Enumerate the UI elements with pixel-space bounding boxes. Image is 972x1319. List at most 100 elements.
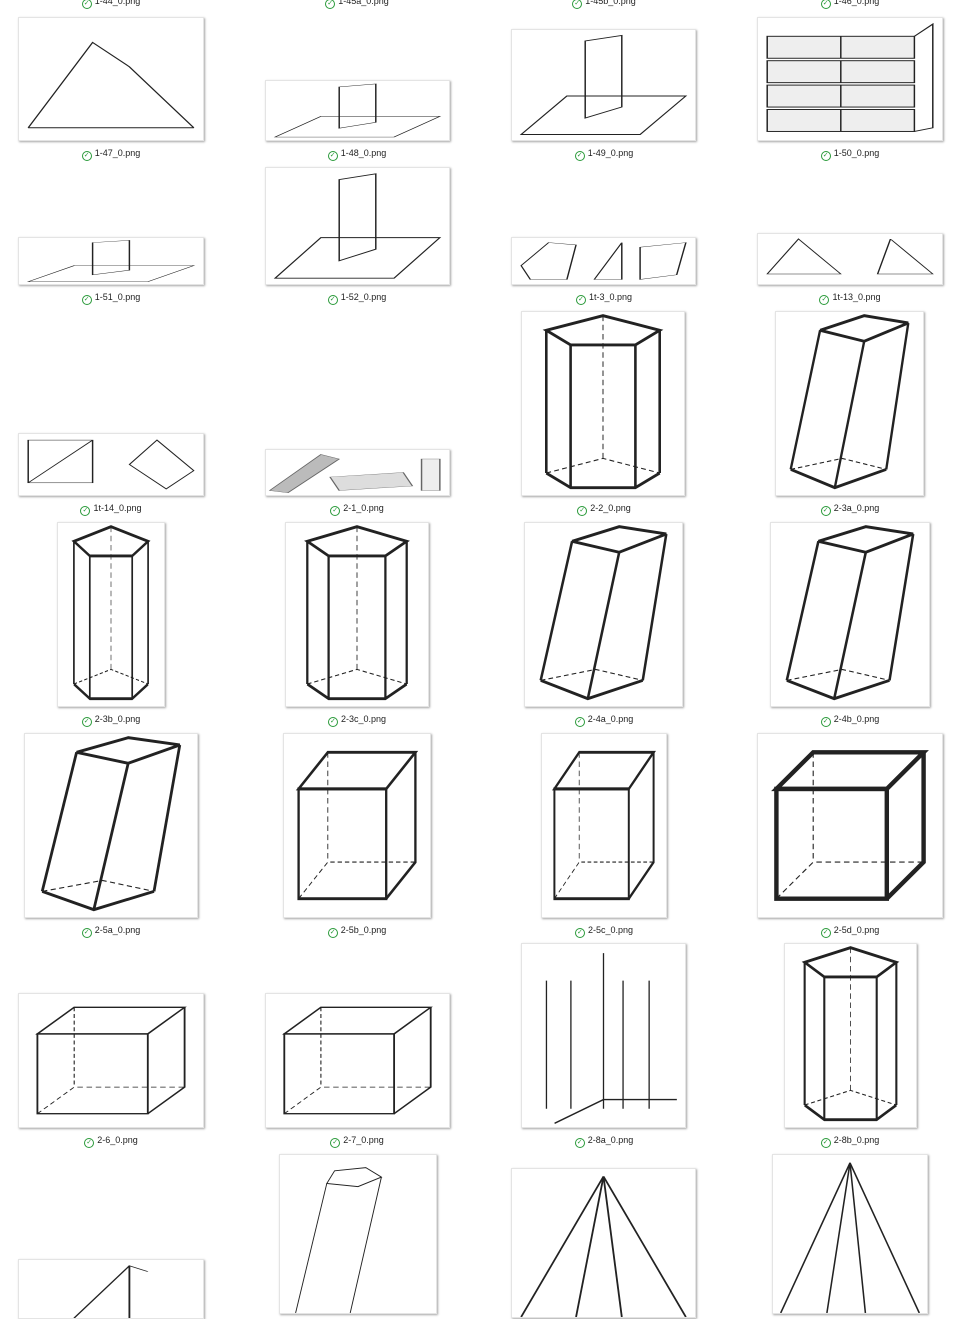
file-thumbnail[interactable] xyxy=(18,1259,204,1319)
file-thumbnail[interactable] xyxy=(265,167,450,285)
check-circle-icon: ✓ xyxy=(820,151,831,161)
check-circle-icon: ✓ xyxy=(820,717,831,727)
file-name: 1-49_0.png xyxy=(587,148,634,158)
file-item-label[interactable]: ✓1t-14_0.png xyxy=(11,503,211,516)
file-thumbnail[interactable] xyxy=(18,237,204,285)
thumbnail-image xyxy=(35,1006,187,1115)
check-circle-icon: ✓ xyxy=(574,928,585,938)
file-item-label[interactable]: ✓1t-13_0.png xyxy=(750,292,950,305)
file-thumbnail[interactable] xyxy=(57,522,165,707)
file-name: 2-5a_0.png xyxy=(94,925,141,935)
file-name: 2-3b_0.png xyxy=(94,714,141,724)
file-name: 1-50_0.png xyxy=(833,148,880,158)
file-thumbnail[interactable] xyxy=(18,993,204,1128)
file-item-label[interactable]: ✓1-47_0.png xyxy=(11,148,211,161)
file-item-label[interactable]: ✓2-4b_0.png xyxy=(750,714,950,727)
file-thumbnail[interactable] xyxy=(524,522,683,707)
file-item-label[interactable]: ✓2-6_0.png xyxy=(11,1135,211,1148)
file-name: 2-8b_0.png xyxy=(833,1135,880,1145)
file-thumbnail[interactable] xyxy=(285,522,429,707)
file-item-label[interactable]: ✓1-44_0.png xyxy=(11,0,211,9)
thumbnail-image xyxy=(539,525,668,701)
file-name: 2-8a_0.png xyxy=(587,1135,634,1145)
file-thumbnail[interactable] xyxy=(775,311,924,496)
file-thumbnail[interactable] xyxy=(265,449,450,496)
file-name: 1-46_0.png xyxy=(833,0,880,6)
file-name: 1t-14_0.png xyxy=(93,503,142,513)
file-thumbnail[interactable] xyxy=(770,522,930,707)
thumbnail-image xyxy=(780,1162,920,1313)
thumbnail-image xyxy=(789,314,910,490)
file-item-label[interactable]: ✓2-1_0.png xyxy=(257,503,457,516)
file-item-label[interactable]: ✓1-49_0.png xyxy=(504,148,704,161)
file-item-label[interactable]: ✓2-5a_0.png xyxy=(11,925,211,938)
file-thumbnail[interactable] xyxy=(511,237,696,285)
file-item-label[interactable]: ✓1-52_0.png xyxy=(257,292,457,305)
file-item-label[interactable]: ✓2-2_0.png xyxy=(504,503,704,516)
file-item-label[interactable]: ✓2-7_0.png xyxy=(257,1135,457,1148)
file-name: 2-3c_0.png xyxy=(340,714,387,724)
file-thumbnail[interactable] xyxy=(265,80,450,141)
thumbnail-image xyxy=(268,454,441,494)
file-thumbnail[interactable] xyxy=(772,1154,928,1314)
file-thumbnail[interactable] xyxy=(279,1154,437,1314)
file-item-label[interactable]: ✓2-5b_0.png xyxy=(257,925,457,938)
file-item-label[interactable]: ✓2-8b_0.png xyxy=(750,1135,950,1148)
thumbnail-image xyxy=(273,173,442,279)
check-circle-icon: ✓ xyxy=(327,151,338,161)
check-circle-icon: ✓ xyxy=(327,717,338,727)
file-item-label[interactable]: ✓1-51_0.png xyxy=(11,292,211,305)
check-circle-icon: ✓ xyxy=(572,0,583,9)
file-name: 1-47_0.png xyxy=(94,148,141,158)
file-thumbnail[interactable] xyxy=(521,943,686,1128)
file-thumbnail[interactable] xyxy=(24,733,198,918)
file-thumbnail[interactable] xyxy=(283,733,431,918)
file-name: 2-5b_0.png xyxy=(340,925,387,935)
check-circle-icon: ✓ xyxy=(574,717,585,727)
file-thumbnail[interactable] xyxy=(757,733,943,918)
file-item-label[interactable]: ✓2-5d_0.png xyxy=(750,925,950,938)
file-item-label[interactable]: ✓2-5c_0.png xyxy=(504,925,704,938)
file-thumbnail[interactable] xyxy=(541,733,667,918)
file-thumbnail[interactable] xyxy=(757,17,943,141)
check-circle-icon: ✓ xyxy=(330,1138,341,1148)
file-thumbnail[interactable] xyxy=(18,17,204,141)
file-thumbnail[interactable] xyxy=(265,993,450,1128)
file-item-label[interactable]: ✓1-45b_0.png xyxy=(504,0,704,9)
file-thumbnail[interactable] xyxy=(511,1168,696,1318)
file-name: 2-1_0.png xyxy=(343,503,384,513)
check-circle-icon: ✓ xyxy=(327,295,338,305)
check-circle-icon: ✓ xyxy=(575,295,586,305)
file-item-label[interactable]: ✓2-3a_0.png xyxy=(750,503,950,516)
file-thumbnail[interactable] xyxy=(511,29,696,141)
file-name: 2-5c_0.png xyxy=(587,925,634,935)
file-item-label[interactable]: ✓2-3c_0.png xyxy=(257,714,457,727)
check-circle-icon: ✓ xyxy=(325,0,336,9)
file-item-label[interactable]: ✓1-46_0.png xyxy=(750,0,950,9)
file-thumbnail[interactable] xyxy=(18,433,204,496)
thumbnail-image xyxy=(26,240,196,282)
file-item-label[interactable]: ✓1t-3_0.png xyxy=(504,292,704,305)
check-circle-icon: ✓ xyxy=(820,506,831,516)
thumbnail-image xyxy=(785,525,915,701)
file-name: 2-6_0.png xyxy=(97,1135,138,1145)
check-circle-icon: ✓ xyxy=(81,928,92,938)
check-circle-icon: ✓ xyxy=(330,506,341,516)
thumbnail-image xyxy=(542,314,664,490)
thumbnail-image xyxy=(27,439,195,490)
file-name: 1-48_0.png xyxy=(340,148,387,158)
file-item-label[interactable]: ✓2-4a_0.png xyxy=(504,714,704,727)
file-thumbnail[interactable] xyxy=(757,233,943,285)
file-thumbnail[interactable] xyxy=(784,943,917,1128)
file-name: 1t-13_0.png xyxy=(832,292,881,302)
file-item-label[interactable]: ✓2-3b_0.png xyxy=(11,714,211,727)
file-item-label[interactable]: ✓1-50_0.png xyxy=(750,148,950,161)
thumbnail-image xyxy=(771,750,929,901)
file-item-label[interactable]: ✓1-48_0.png xyxy=(257,148,457,161)
file-thumbnail[interactable] xyxy=(521,311,685,496)
file-item-label[interactable]: ✓2-8a_0.png xyxy=(504,1135,704,1148)
check-circle-icon: ✓ xyxy=(81,0,92,9)
check-circle-icon: ✓ xyxy=(819,295,830,305)
check-circle-icon: ✓ xyxy=(80,506,91,516)
file-item-label[interactable]: ✓1-45a_0.png xyxy=(257,0,457,9)
